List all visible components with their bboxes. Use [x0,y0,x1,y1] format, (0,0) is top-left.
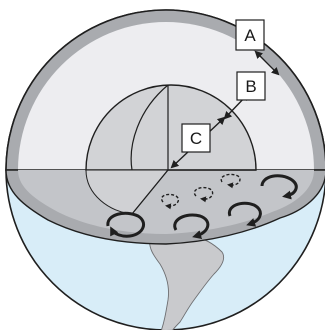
double-headed-arrow-icon [254,50,280,76]
convection-cells [106,173,298,239]
label-b: B [236,71,266,101]
convection-arrow-icon [106,211,146,238]
convection-arrow-icon [227,201,262,227]
label-c: C [181,123,211,153]
convection-arrow-icon [260,174,298,200]
label-c-text: C [190,129,202,148]
convection-arrow-icon [173,213,210,239]
south-america-landmass [149,234,225,330]
label-b-text: B [245,77,256,96]
convection-arrow-icon [220,173,241,189]
convection-arrow-icon [193,186,214,203]
convection-arrow-icon [161,193,180,210]
label-a: A [235,19,265,51]
label-a-text: A [244,26,256,45]
